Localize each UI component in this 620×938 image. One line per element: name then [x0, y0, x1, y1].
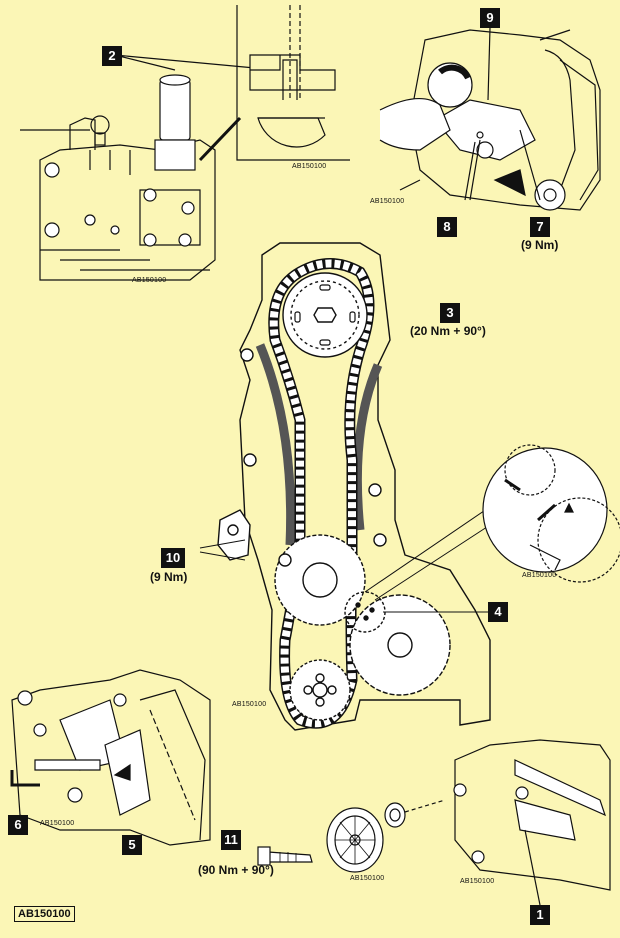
- detail-camshaft-sprocket-tool: [379, 27, 601, 211]
- callout-5: 5: [122, 835, 142, 855]
- ref-code: AB150100: [370, 198, 405, 205]
- ref-code: AB150100: [350, 875, 385, 882]
- ref-code: AB150100: [40, 820, 75, 827]
- detail-timing-marks-magnified: [364, 444, 620, 601]
- torque-item-3: (20 Nm + 90°): [410, 324, 486, 338]
- ref-code: AB150100: [460, 878, 495, 885]
- ref-code: AB150100: [522, 572, 557, 579]
- torque-item-11: (90 Nm + 90°): [198, 863, 274, 877]
- ref-code: AB150100: [132, 277, 167, 284]
- torque-item-7: (9 Nm): [521, 238, 559, 252]
- timing-chain-assembly: [199, 242, 491, 731]
- callout-7: 7: [530, 217, 550, 237]
- detail-crankshaft-locking-tool: [453, 739, 611, 906]
- torque-item-10: (9 Nm): [150, 570, 188, 584]
- callout-2: 2: [102, 46, 122, 66]
- callout-11: 11: [221, 830, 241, 850]
- ref-code: AB150100: [232, 701, 267, 708]
- detail-crankshaft-pulley: [257, 799, 446, 873]
- detail-tensioner-locking: [10, 669, 211, 846]
- callout-6: 6: [8, 815, 28, 835]
- figure-reference: AB150100: [14, 906, 75, 922]
- detail-camshaft-locking-pin: [20, 54, 256, 281]
- callout-1: 1: [530, 905, 550, 925]
- callout-3: 3: [440, 303, 460, 323]
- callout-4: 4: [488, 602, 508, 622]
- inset-pin-section: [198, 5, 350, 162]
- callout-9: 9: [480, 8, 500, 28]
- callout-10: 10: [161, 548, 185, 568]
- ref-code: AB150100: [292, 163, 327, 170]
- callout-8: 8: [437, 217, 457, 237]
